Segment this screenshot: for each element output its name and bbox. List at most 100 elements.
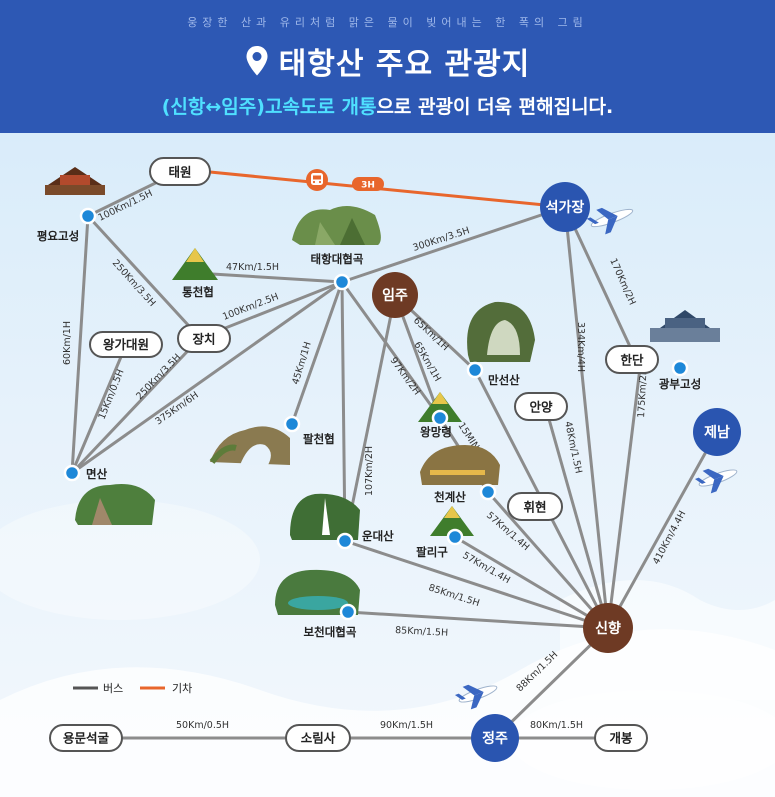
wanxian-illustration	[467, 301, 535, 362]
tagline-rest: 으로 관광이 더욱 편해집니다.	[376, 96, 614, 118]
edge-label: 80Km/1.5H	[530, 720, 583, 731]
guangfu-marker	[671, 359, 689, 377]
wangmang-illustration	[418, 392, 462, 422]
title-row: 태항산 주요 관광지	[0, 38, 775, 84]
city-label-shaolin: 소림사	[301, 731, 336, 746]
mianshan-marker	[63, 464, 81, 482]
city-label-changzhi: 장치	[192, 332, 215, 347]
place-label-baliguo: 팔리구	[416, 545, 448, 559]
city-box-taiyuan: 태원	[149, 157, 211, 186]
tongtian-illustration	[172, 248, 218, 280]
baliguo-marker	[446, 528, 464, 546]
city-label-yongmen: 용문석굴	[63, 731, 110, 746]
edge-label: 47Km/1.5H	[226, 262, 279, 273]
place-label-baoquan: 보천대협곡	[304, 625, 357, 639]
hub-xinxiang: 신향	[583, 603, 633, 653]
place-label-wangmang: 왕망령	[420, 425, 452, 439]
place-label-mianshan: 면산	[86, 467, 108, 481]
pingyao-illustration	[45, 167, 105, 195]
edge-label: 334Km/4H	[575, 322, 586, 372]
pingyao-marker	[79, 207, 97, 225]
hub-linzhou: 임주	[372, 272, 418, 318]
page-title: 태항산 주요 관광지	[278, 47, 531, 82]
place-label-yuntai: 운대산	[362, 529, 394, 543]
legend-bus-label: 버스	[103, 682, 123, 695]
edge-label: 97Km/2H	[388, 355, 423, 397]
tianjie-illustration	[420, 445, 500, 485]
place-label-bachun: 팔천협	[303, 432, 335, 446]
taihang-canyon-marker	[333, 273, 351, 291]
wanxian-marker	[466, 361, 484, 379]
baoquan-illustration	[275, 569, 360, 615]
train-route	[209, 170, 566, 209]
baoquan-marker	[339, 603, 357, 621]
place-markers	[63, 207, 689, 621]
place-label-wanxian: 만선산	[488, 373, 520, 387]
edge-label: 85Km/1.5H	[427, 582, 481, 609]
edge-label: 45Km/1H	[290, 341, 313, 386]
guangfu-illustration	[650, 310, 720, 342]
place-labels: 평요고성 태항대협곡 통천협 면산 팔천협 만선산 왕망령 광부고성 천계산 운…	[37, 229, 701, 639]
city-box-anyang: 안양	[514, 392, 568, 421]
city-box-wangjia: 왕가대원	[89, 331, 163, 358]
wangmang-marker	[431, 409, 449, 427]
map-legend: 버스 기차	[73, 682, 192, 695]
bus-routes	[70, 170, 719, 740]
city-box-kaifeng: 개봉	[594, 724, 648, 752]
hub-label-xinxiang: 신향	[595, 620, 621, 637]
edge-label: 170Km/2H	[607, 257, 637, 307]
tagline-accent: (신항↔임주)고속도로 개통	[161, 96, 377, 118]
hub-zhengzhou: 정주	[471, 714, 519, 762]
edge-label: 250Km/3.5H	[134, 352, 183, 402]
header-subtitle: 웅장한 산과 유리처럼 맑은 물이 빚어내는 한 폭의 그림	[187, 16, 588, 29]
city-label-handan: 한단	[620, 353, 644, 368]
city-label-wangjia: 왕가대원	[103, 337, 149, 352]
edge-label: 60Km/1H	[62, 321, 73, 365]
hub-jinan: 제남	[693, 408, 741, 456]
hub-shijiazhuang: 석가장	[540, 182, 590, 232]
edge-label: 48Km/1.5H	[562, 420, 584, 474]
hub-label-shijiazhuang: 석가장	[546, 199, 585, 216]
airplane-icon	[586, 207, 634, 235]
train-icon	[306, 169, 328, 191]
city-box-huixian: 휘현	[507, 492, 563, 521]
city-box-changzhi: 장치	[177, 324, 231, 353]
place-label-guangfu: 광부고성	[659, 377, 701, 391]
city-label-taiyuan: 태원	[168, 165, 191, 180]
taihang-canyon-illustration	[292, 206, 381, 245]
place-label-taihang-canyon: 태항대협곡	[311, 252, 364, 266]
edge-label: 175Km/2H	[636, 368, 650, 419]
city-box-shaolin: 소림사	[285, 724, 351, 752]
tianjie-marker	[479, 483, 497, 501]
mianshan-illustration	[75, 484, 155, 525]
bachun-marker	[283, 415, 301, 433]
train-time-badge	[352, 177, 384, 191]
city-label-kaifeng: 개봉	[609, 731, 633, 746]
edge-label: 100Km/1.5H	[96, 188, 154, 224]
train-time-label: 3H	[361, 181, 375, 191]
edge-label: 50Km/0.5H	[176, 720, 229, 731]
baliguo-illustration	[430, 506, 474, 536]
city-label-huixian: 휘현	[523, 500, 546, 515]
hub-nodes: 석가장 임주 제남 신향 정주	[372, 182, 741, 762]
city-box-yongmen: 용문석굴	[49, 724, 123, 752]
background-decoration	[0, 500, 775, 797]
hub-label-linzhou: 임주	[382, 288, 408, 304]
airplane-icon	[694, 468, 738, 494]
header-banner: 웅장한 산과 유리처럼 맑은 물이 빚어내는 한 폭의 그림 태항산 주요 관광…	[0, 0, 775, 133]
hub-label-zhengzhou: 정주	[482, 730, 508, 747]
edge-label: 85Km/1.5H	[395, 625, 449, 639]
airplane-icon	[454, 684, 498, 710]
location-pin-icon	[246, 46, 268, 76]
legend-train-label: 기차	[172, 682, 192, 695]
place-label-tianjie: 천계산	[434, 490, 466, 504]
city-box-handan: 한단	[605, 345, 659, 374]
bachun-illustration	[209, 426, 290, 465]
edge-label: 90Km/1.5H	[380, 720, 433, 731]
yuntai-marker	[336, 532, 354, 550]
hub-label-jinan: 제남	[704, 424, 730, 441]
yuntai-illustration	[290, 493, 360, 540]
city-boxes: 태원 장치 왕가대원 한단 안양 휘현 용문석굴 소림사	[49, 157, 659, 752]
place-label-tongtian: 통천협	[182, 285, 214, 299]
